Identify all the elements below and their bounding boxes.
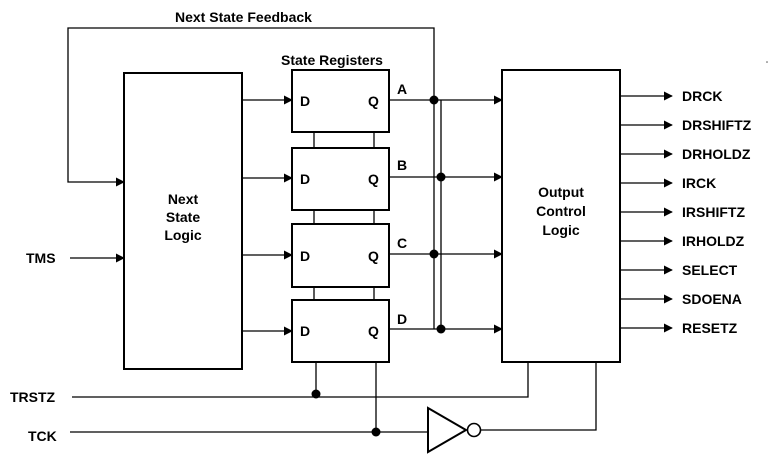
tck-label: TCK	[28, 428, 57, 444]
inverted-clock-wire	[481, 362, 597, 431]
output-irholdz: IRHOLDZ	[682, 233, 745, 249]
register-d-q-pin: Q	[368, 323, 379, 339]
register-d-d-pin: D	[300, 323, 310, 339]
output-logic-line1: Output	[538, 184, 584, 200]
register-a-q-pin: Q	[368, 93, 379, 109]
state-d-label: D	[397, 311, 407, 327]
junction-dot	[436, 324, 446, 334]
state-register-a: D Q	[291, 69, 390, 133]
state-register-b: D Q	[291, 147, 390, 211]
output-drholdz: DRHOLDZ	[682, 146, 751, 162]
output-logic-line2: Control	[536, 203, 586, 219]
junction-dot	[429, 249, 439, 259]
output-signals: DRCK DRSHIFTZ DRHOLDZ IRCK IRSHIFTZ IRHO…	[620, 88, 752, 336]
inverter-bubble	[466, 422, 482, 438]
junction-dot	[371, 427, 381, 437]
next-state-logic-line3: Logic	[164, 227, 202, 243]
next-state-logic-block	[123, 72, 243, 370]
output-irck: IRCK	[682, 175, 716, 191]
feedback-wire	[67, 27, 435, 187]
output-drck: DRCK	[682, 88, 722, 104]
register-b-d-pin: D	[300, 171, 310, 187]
trstz-wire	[72, 362, 529, 398]
junction-dot	[429, 95, 439, 105]
register-b-q-pin: Q	[368, 171, 379, 187]
output-resetz: RESETZ	[682, 320, 738, 336]
output-control-logic-block	[501, 69, 621, 363]
output-drshiftz: DRSHIFTZ	[682, 117, 752, 133]
registers-title: State Registers	[281, 52, 383, 68]
state-register-c: D Q	[291, 223, 390, 288]
output-select: SELECT	[682, 262, 738, 278]
tms-label: TMS	[26, 250, 56, 266]
state-c-label: C	[397, 235, 407, 251]
inverter-gate	[427, 406, 482, 454]
output-irshiftz: IRSHIFTZ	[682, 204, 745, 220]
state-b-label: B	[397, 157, 407, 173]
register-c-q-pin: Q	[368, 248, 379, 264]
trstz-label: TRSTZ	[10, 389, 56, 405]
state-register-d: D Q	[291, 299, 390, 363]
output-logic-line3: Logic	[542, 222, 580, 238]
state-a-label: A	[397, 81, 407, 97]
junction-dot	[436, 172, 446, 182]
feedback-title: Next State Feedback	[175, 9, 312, 25]
register-c-d-pin: D	[300, 248, 310, 264]
register-a-d-pin: D	[300, 93, 310, 109]
output-sdoena: SDOENA	[682, 291, 742, 307]
junction-dot	[311, 389, 321, 399]
next-state-logic-line2: State	[166, 209, 200, 225]
next-state-logic-line1: Next	[168, 191, 199, 207]
